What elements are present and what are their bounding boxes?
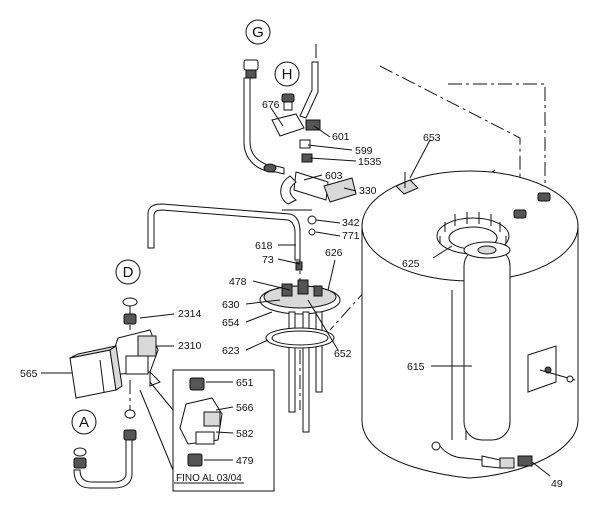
part-label-601: 601 xyxy=(332,131,350,143)
part-label-653: 653 xyxy=(423,132,441,144)
callout-a: A xyxy=(71,409,97,435)
part-label-330: 330 xyxy=(359,185,377,197)
part-label-603: 603 xyxy=(325,170,343,182)
hose-h xyxy=(271,61,357,236)
part-label-615: 615 xyxy=(407,361,425,373)
anode-rod xyxy=(463,241,511,441)
callout-h-label: H xyxy=(282,66,293,83)
part-label-565: 565 xyxy=(20,368,38,380)
part-label-652: 652 xyxy=(334,348,352,360)
gas-valve xyxy=(69,297,161,399)
part-label-651: 651 xyxy=(236,377,254,389)
part-label-630: 630 xyxy=(222,299,240,311)
part-label-626: 626 xyxy=(325,247,343,259)
part-label-623: 623 xyxy=(222,345,240,357)
part-label-478: 478 xyxy=(229,276,247,288)
part-label-2310: 2310 xyxy=(178,340,202,352)
leader-lines xyxy=(41,107,551,477)
part-label-73: 73 xyxy=(262,254,274,266)
inset-note: FINO AL 03/04 xyxy=(176,473,242,484)
part-label-599: 599 xyxy=(355,145,373,157)
part-label-771: 771 xyxy=(342,230,360,242)
callout-d: D xyxy=(115,259,141,285)
drain-assembly xyxy=(431,441,533,469)
callout-g: G xyxy=(245,19,271,45)
pipe-618 xyxy=(147,203,301,261)
inset-box xyxy=(139,369,275,492)
part-label-618: 618 xyxy=(255,240,273,252)
callout-g-label: G xyxy=(252,24,264,41)
part-label-676: 676 xyxy=(262,99,280,111)
hose-a xyxy=(73,409,137,489)
part-label-625: 625 xyxy=(402,258,420,270)
part-label-566: 566 xyxy=(236,402,254,414)
callout-d-label: D xyxy=(123,264,134,281)
part-label-582: 582 xyxy=(236,428,254,440)
hose-g xyxy=(243,59,285,175)
flange-assembly xyxy=(259,261,341,433)
part-label-342: 342 xyxy=(342,217,360,229)
part-label-2314: 2314 xyxy=(178,308,202,320)
part-label-479: 479 xyxy=(236,455,254,467)
part-label-654: 654 xyxy=(222,317,240,329)
callout-h: H xyxy=(274,61,300,87)
part-label-1535: 1535 xyxy=(358,156,382,168)
part-labels: 676 601 599 1535 603 330 653 342 771 618… xyxy=(20,99,563,490)
part-label-49: 49 xyxy=(551,478,563,490)
callout-a-label: A xyxy=(79,414,89,431)
